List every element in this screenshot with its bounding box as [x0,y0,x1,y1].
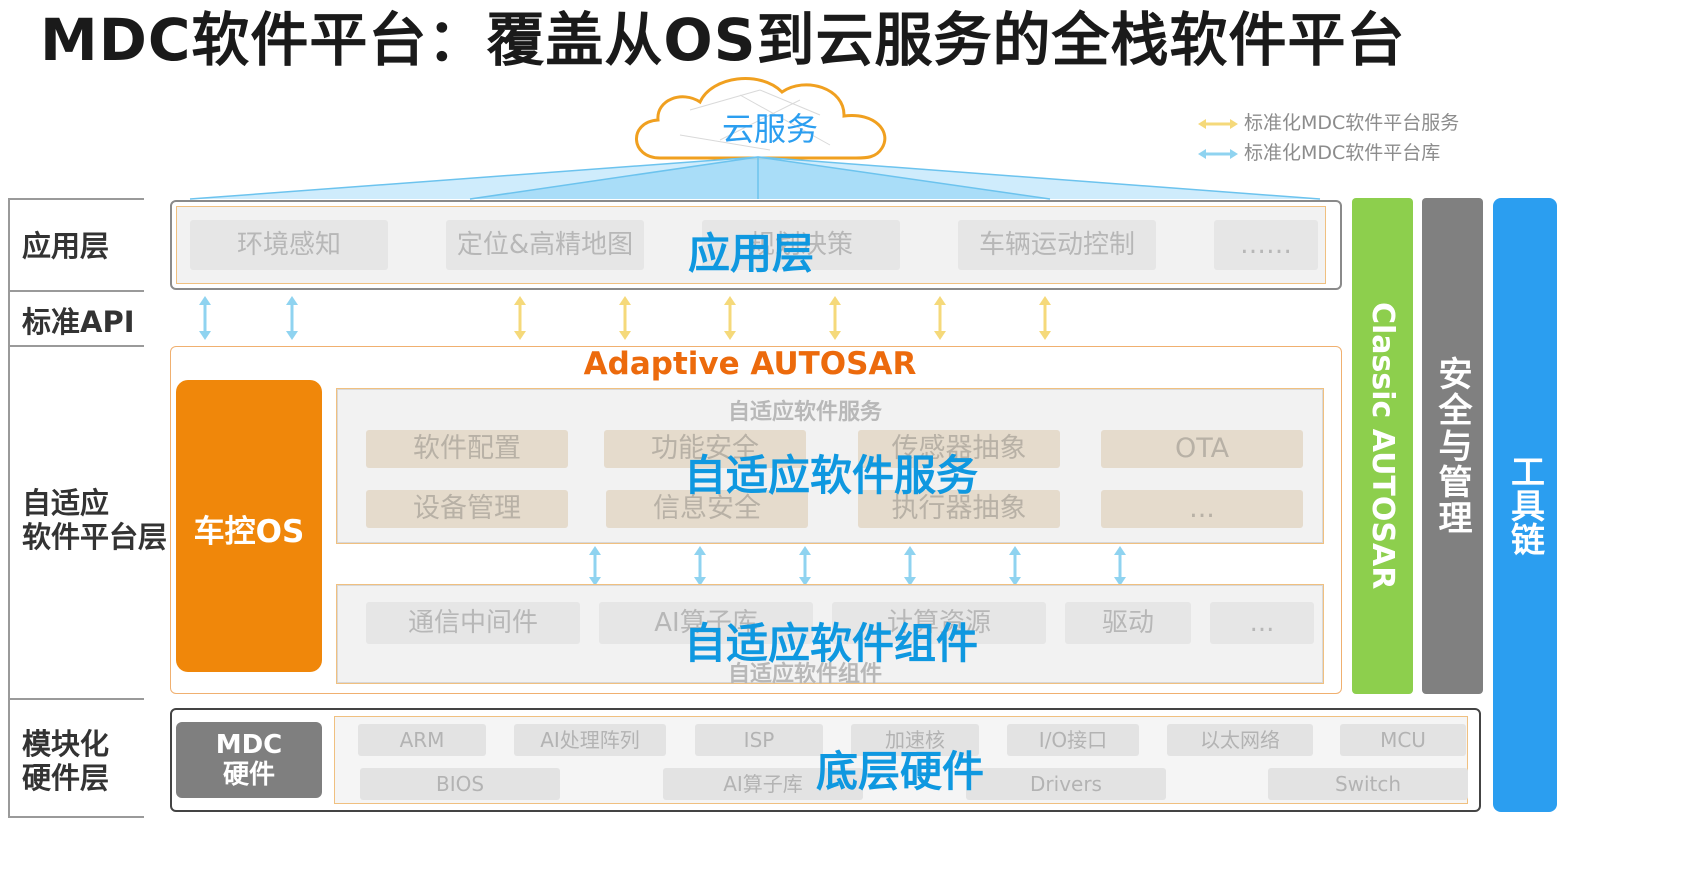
component-ai-ops: AI算子库 [599,602,813,644]
mdc-hardware-label: MDC 硬件 [215,730,283,790]
service-security: 信息安全 [606,490,808,528]
hw-arm: ARM [358,724,486,756]
service-component-arrows [587,544,1128,588]
services-overlay: 自适应软件服务 [684,451,979,500]
service-actuator: 执行器抽象 [858,490,1060,528]
app-item-localization: 定位&高精地图 [446,220,644,270]
legend-item-library: 标准化MDC软件平台库 [1198,138,1440,165]
legend-label: 标准化MDC软件平台库 [1244,142,1441,164]
service-more: ... [1101,490,1303,528]
hw-switch: Switch [1268,768,1468,800]
services-caption: 自适应软件服务 [727,400,882,425]
double-arrow-blue-icon [1198,148,1238,159]
api-arrows [197,294,1053,342]
double-arrow-yellow-icon [1198,118,1238,129]
service-config: 软件配置 [366,430,568,468]
hw-io: I/O接口 [1007,724,1139,756]
cloud-connection [189,156,1321,200]
divider [8,345,144,347]
cloud-label: 云服务 [721,110,818,148]
security-management-label: 安全与管理 [1432,356,1472,536]
classic-autosar-bar [1352,198,1413,694]
toolchain-bar [1493,198,1557,812]
page-title: MDC软件平台：覆盖从OS到云服务的全栈软件平台 [40,6,1406,74]
hw-mcu: MCU [1340,724,1466,756]
service-safety: 功能安全 [604,430,806,468]
toolchain-label: 工具链 [1504,454,1545,556]
cloud-icon [635,77,887,160]
vehicle-os-block [176,380,322,672]
hw-isp: ISP [695,724,823,756]
layer-label-api: 标准API [22,305,135,339]
hw-ai-lib: AI算子库 [663,768,863,800]
component-compute: 计算资源 [832,602,1046,644]
divider [8,198,10,818]
app-item-planning: 规划决策 [702,220,900,270]
components-caption: 自适应软件组件 [727,662,882,687]
component-more: ... [1210,602,1314,644]
classic-autosar-label: Classic AUTOSAR [1365,302,1400,590]
vehicle-os-label: 车控OS [193,514,305,550]
component-driver: 驱动 [1065,602,1191,644]
divider [8,816,144,818]
layer-label-adaptive: 自适应 软件平台层 [22,486,168,554]
mdc-hardware-block [176,722,322,798]
app-item-more: …… [1214,220,1318,270]
service-device: 设备管理 [366,490,568,528]
service-ota: OTA [1101,430,1303,468]
app-item-perception: 环境感知 [190,220,388,270]
adaptive-title: Adaptive AUTOSAR [583,346,917,382]
legend-label: 标准化MDC软件平台服务 [1244,112,1460,134]
hw-ai-array: AI处理阵列 [514,724,666,756]
layer-label-app: 应用层 [22,229,110,263]
hardware-overlay: 底层硬件 [816,747,985,796]
hw-drivers: Drivers [966,768,1166,800]
hw-ethernet: 以太网络 [1167,724,1313,756]
security-management-bar [1422,198,1483,694]
service-sensor: 传感器抽象 [858,430,1060,468]
legend-item-services: 标准化MDC软件平台服务 [1198,108,1459,135]
components-overlay: 自适应软件组件 [684,619,979,668]
divider [8,698,144,700]
hw-bios: BIOS [360,768,560,800]
app-item-control: 车辆运动控制 [958,220,1156,270]
divider [8,198,144,200]
divider [8,290,144,292]
app-layer-overlay: 应用层 [688,229,815,278]
hw-accelerator: 加速核 [851,724,979,756]
layer-label-hw: 模块化 硬件层 [22,727,110,795]
component-middleware: 通信中间件 [366,602,580,644]
